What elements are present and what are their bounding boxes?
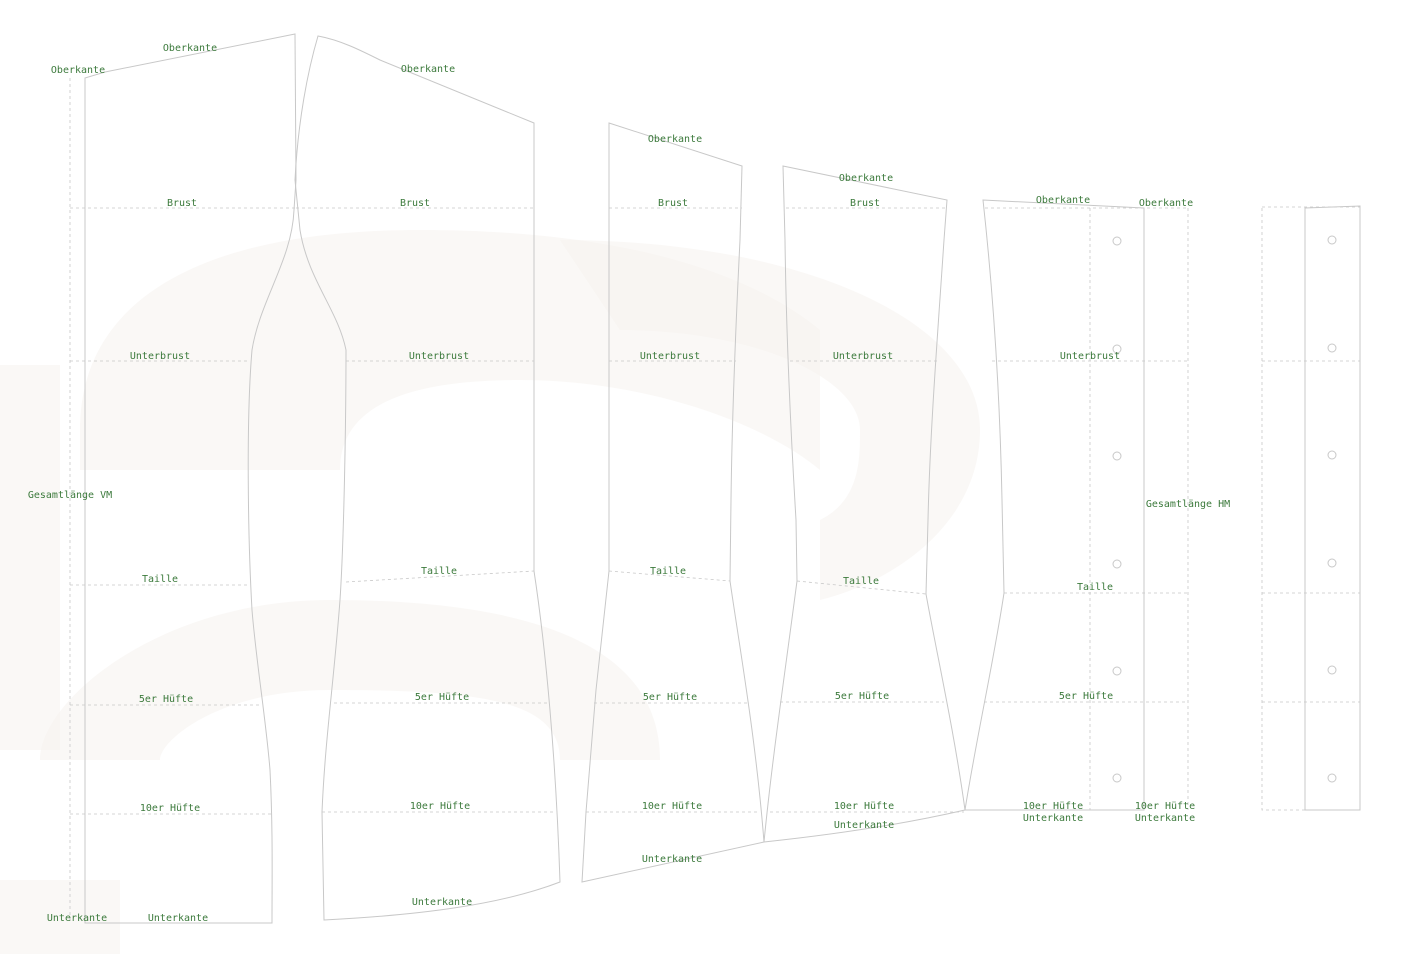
label-10er-huefte: 10er Hüfte: [410, 801, 470, 812]
label-oberkante: Oberkante: [401, 64, 455, 75]
label-5er-huefte: 5er Hüfte: [1059, 691, 1113, 702]
pattern-piece-5: [964, 199, 1189, 811]
label-taille: Taille: [421, 566, 457, 577]
label-unterkante: Unterkante: [1135, 813, 1195, 824]
label-10er-huefte: 10er Hüfte: [642, 801, 702, 812]
label-10er-huefte: 10er Hüfte: [1023, 801, 1083, 812]
label-5er-huefte: 5er Hüfte: [139, 694, 193, 705]
pattern-piece-6: [1261, 205, 1361, 811]
label-taille: Taille: [650, 566, 686, 577]
label-brust: Brust: [400, 198, 430, 209]
label-5er-huefte: 5er Hüfte: [835, 691, 889, 702]
label-unterbrust: Unterbrust: [409, 351, 469, 362]
pattern-piece-2: [294, 35, 561, 921]
label-unterbrust: Unterbrust: [1060, 351, 1120, 362]
label-unterkante: Unterkante: [412, 897, 472, 908]
label-unterkante: Unterkante: [47, 913, 107, 924]
label-taille: Taille: [843, 576, 879, 587]
label-oberkante: Oberkante: [839, 173, 893, 184]
label-oberkante: Oberkante: [1139, 198, 1193, 209]
label-unterkante: Unterkante: [1023, 813, 1083, 824]
label-unterkante: Unterkante: [642, 854, 702, 865]
label-5er-huefte: 5er Hüfte: [643, 692, 697, 703]
label-unterkante: Unterkante: [834, 820, 894, 831]
label-10er-huefte: 10er Hüfte: [1135, 801, 1195, 812]
label-gesamtlaenge-vm: Gesamtlänge VM: [28, 490, 112, 501]
label-brust: Brust: [850, 198, 880, 209]
label-oberkante: Oberkante: [648, 134, 702, 145]
label-unterbrust: Unterbrust: [833, 351, 893, 362]
watermark: [0, 230, 980, 954]
labels: Oberkante Oberkante Oberkante Oberkante …: [28, 43, 1230, 924]
label-taille: Taille: [1077, 582, 1113, 593]
label-10er-huefte: 10er Hüfte: [834, 801, 894, 812]
label-unterbrust: Unterbrust: [640, 351, 700, 362]
label-unterkante: Unterkante: [148, 913, 208, 924]
label-10er-huefte: 10er Hüfte: [140, 803, 200, 814]
pattern-piece-3: [581, 122, 765, 883]
label-oberkante: Oberkante: [51, 65, 105, 76]
label-taille: Taille: [142, 574, 178, 585]
label-gesamtlaenge-hm: Gesamtlänge HM: [1146, 499, 1230, 510]
label-5er-huefte: 5er Hüfte: [415, 692, 469, 703]
pattern-piece-4: [763, 165, 966, 843]
label-brust: Brust: [167, 198, 197, 209]
label-brust: Brust: [658, 198, 688, 209]
label-unterbrust: Unterbrust: [130, 351, 190, 362]
label-oberkante: Oberkante: [163, 43, 217, 54]
label-oberkante: Oberkante: [1036, 195, 1090, 206]
pattern-piece-1: [69, 33, 297, 924]
